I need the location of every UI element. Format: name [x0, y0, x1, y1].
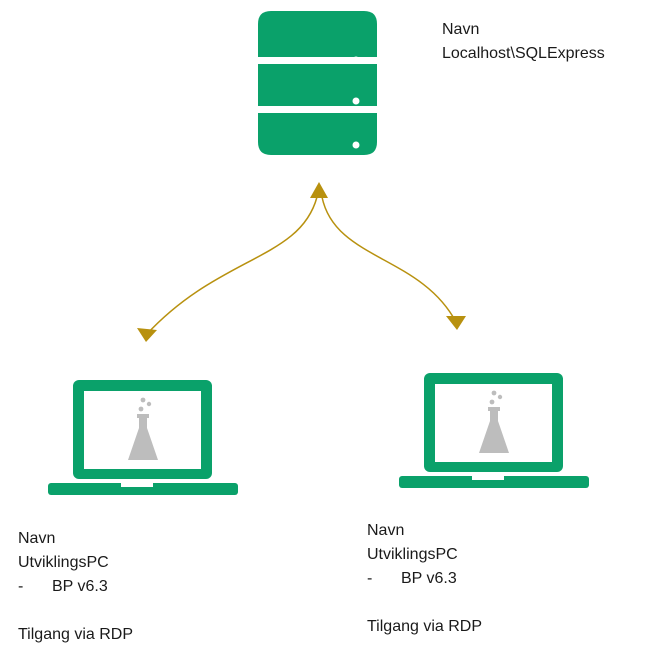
bullet-dash: - — [367, 570, 373, 587]
server-label: Navn Localhost\SQLExpress — [442, 18, 605, 66]
client-1-label: Navn UtviklingsPC - BP v6.3 Tilgang via R… — [18, 527, 133, 647]
arrowhead-pc1 — [137, 328, 157, 342]
arrowhead-pc2 — [446, 316, 466, 330]
client-access: Tilgang via RDP — [367, 618, 483, 635]
arrow-server-to-pc2 — [321, 196, 457, 323]
arrowheads — [137, 182, 466, 342]
software-version: BP v6.3 — [52, 578, 108, 595]
client-software-item: - BP v6.3 — [367, 567, 482, 591]
connection-arrows — [145, 196, 457, 336]
server-name-label: Navn — [442, 21, 480, 38]
client-access: Tilgang via RDP — [18, 626, 134, 643]
client-name-value: UtviklingsPC — [367, 546, 458, 563]
client-name-label: Navn — [18, 530, 56, 547]
client-name-value: UtviklingsPC — [18, 554, 109, 571]
flask-icon — [128, 397, 158, 460]
arrow-server-to-pc1 — [145, 196, 318, 336]
flask-icon — [479, 390, 509, 453]
arrowhead-up — [310, 182, 328, 198]
software-version: BP v6.3 — [401, 570, 457, 587]
client-2-label: Navn UtviklingsPC - BP v6.3 Tilgang via R… — [367, 519, 482, 639]
client-name-label: Navn — [367, 522, 405, 539]
client-software-item: - BP v6.3 — [18, 575, 133, 599]
bullet-dash: - — [18, 578, 24, 595]
server-name-value: Localhost\SQLExpress — [442, 45, 605, 62]
database-server-icon — [258, 11, 377, 155]
